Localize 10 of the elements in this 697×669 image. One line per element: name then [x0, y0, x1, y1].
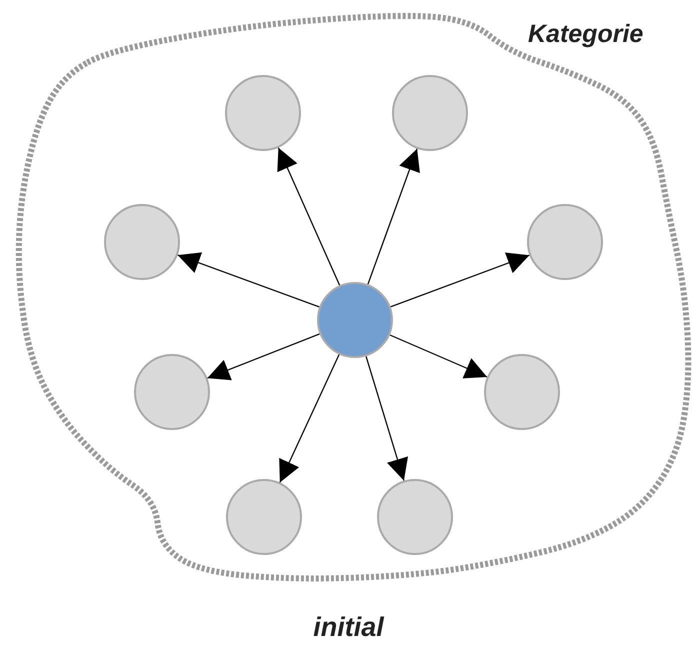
- arrow: [366, 356, 408, 481]
- category-heading: Kategorie: [528, 20, 644, 49]
- arrow: [178, 252, 320, 308]
- arrow: [207, 333, 320, 380]
- caption: initial: [313, 612, 384, 642]
- arrow: [390, 252, 530, 308]
- arrow: [367, 148, 420, 284]
- arrow: [277, 147, 340, 286]
- arrow: [279, 354, 340, 483]
- arrow: [390, 334, 488, 378]
